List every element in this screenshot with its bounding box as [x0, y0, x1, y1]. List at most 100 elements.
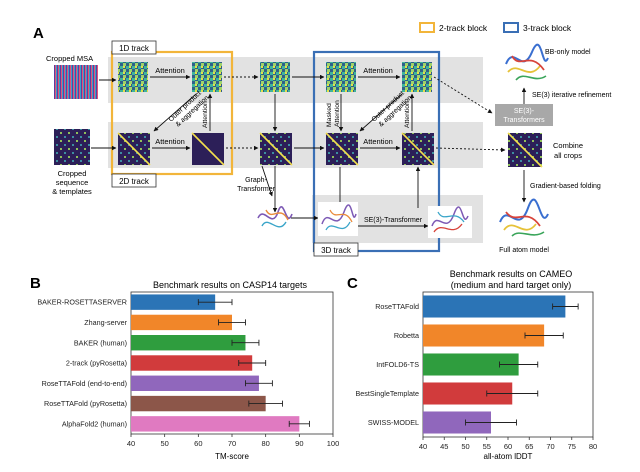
- two-track-block-outline: [110, 50, 234, 176]
- masked-attention-label-2: Attention: [334, 100, 341, 127]
- two-track-legend-label: 2-track block: [439, 23, 488, 33]
- category-label: BAKER-ROSETTASERVER: [37, 298, 127, 307]
- outer-product-arrow-1: [153, 93, 197, 132]
- three-track-legend-label: 3-track block: [523, 23, 572, 33]
- bar: [131, 335, 246, 351]
- x-tick-label: 60: [194, 439, 202, 448]
- graph-transformer-label-1: Graph-: [245, 177, 267, 184]
- bar: [423, 324, 545, 347]
- x-tick-label: 75: [568, 442, 576, 451]
- category-label: BAKER (human): [74, 338, 127, 347]
- msa-feature-map-1: [118, 62, 148, 92]
- bb-only-model-label: BB-only model: [545, 49, 591, 56]
- sequence-input-label-1: Cropped: [58, 169, 87, 178]
- msa-feature-map-3: [260, 62, 290, 92]
- bar: [423, 295, 566, 318]
- category-label: Robetta: [394, 331, 419, 340]
- masked-attention-label-1: Masked: [326, 103, 333, 127]
- two-d-track-label: 2D track: [119, 177, 150, 186]
- category-label: BestSingleTemplate: [355, 389, 419, 398]
- category-label: RoseTTAFold (end-to-end): [42, 379, 127, 388]
- bar: [423, 353, 519, 376]
- chart-b-xlabel: TM-score: [215, 452, 249, 461]
- msa-feature-map-5: [402, 62, 432, 92]
- pair-map-diagonal-4: [325, 132, 359, 166]
- pair-feature-maps: [117, 132, 543, 168]
- panel-c-letter: C: [347, 275, 358, 292]
- x-tick-label: 70: [546, 442, 554, 451]
- x-tick-label: 80: [589, 442, 597, 451]
- one-d-track-label: 1D track: [119, 44, 150, 53]
- chart-c-subtitle: (medium and hard target only): [451, 280, 572, 290]
- se3-transformers-box-label-2: Transformers: [503, 117, 545, 124]
- se3-transformer-label: SE(3)-Transformer: [364, 217, 423, 224]
- attention-label-2d-1: Attention: [155, 137, 185, 146]
- msa-input-label: Cropped MSA: [46, 54, 93, 63]
- structure-cartoon-3: [431, 206, 469, 233]
- panel-c: C Benchmark results on CAMEO (medium and…: [347, 269, 597, 461]
- x-tick-label: 40: [127, 439, 135, 448]
- x-tick-label: 80: [261, 439, 269, 448]
- msa-feature-map-4: [326, 62, 356, 92]
- category-label: AlphaFold2 (human): [62, 419, 127, 428]
- full-atom-model-label: Full atom model: [499, 247, 549, 254]
- bar: [131, 395, 266, 412]
- structure-cartoon-2: [321, 204, 357, 231]
- graph-transformer-label-2: Transformer: [237, 186, 276, 193]
- three-track-legend-swatch: [503, 22, 519, 33]
- msa-feature-map-2: [192, 62, 222, 92]
- panel-a: A 2-track block 3-track block 1D track 2…: [33, 22, 611, 257]
- full-atom-model-cartoon: [499, 198, 549, 237]
- panel-b: B Benchmark results on CASP14 targets BA…: [30, 275, 339, 461]
- panel-a-letter: A: [33, 25, 44, 42]
- three-d-track-label: 3D track: [321, 246, 352, 255]
- sequence-template-input-image: [54, 129, 90, 165]
- two-track-legend-swatch: [419, 22, 435, 33]
- x-tick-label: 50: [461, 442, 469, 451]
- dashed-to-combine-arrow: [435, 147, 506, 153]
- x-tick-label: 70: [228, 439, 236, 448]
- flow-arrows: [91, 74, 527, 229]
- pair-map-diagonal-2: [191, 132, 225, 166]
- chart-c-plot: RoseTTAFoldRobettaIntFOLD6-TSBestSingleT…: [355, 295, 597, 451]
- attention-label-1d-2: Attention: [363, 66, 393, 75]
- x-tick-label: 65: [525, 442, 533, 451]
- outer-product-arrow-2: [359, 93, 403, 132]
- bar: [131, 294, 216, 310]
- x-tick-label: 40: [419, 442, 427, 451]
- pair-map-diagonal-3: [259, 132, 293, 166]
- bar: [131, 355, 253, 371]
- sequence-input-label-2: sequence: [56, 178, 89, 187]
- gradient-folding-label: Gradient-based folding: [530, 183, 601, 190]
- one-d-track-label-box: [111, 40, 157, 55]
- chart-c-xlabel: all-atom lDDT: [484, 452, 533, 461]
- attention-vertical-label-2: Attention: [404, 101, 411, 128]
- three-track-block-outline: [312, 50, 441, 253]
- bb-only-model-cartoon: [505, 43, 549, 81]
- chart-b-title: Benchmark results on CASP14 targets: [153, 280, 308, 290]
- msa-input-image: [54, 65, 98, 99]
- category-label: Zhang-server: [84, 318, 127, 327]
- combine-crops-label-2: all crops: [554, 151, 582, 160]
- category-label: IntFOLD6-TS: [376, 360, 419, 369]
- bar: [423, 382, 513, 405]
- x-tick-label: 90: [295, 439, 303, 448]
- x-tick-label: 50: [160, 439, 168, 448]
- pair-map-diagonal-6: [507, 132, 543, 168]
- combine-crops-label-1: Combine: [553, 141, 583, 150]
- pair-map-diagonal-5: [401, 132, 435, 166]
- bar: [131, 416, 300, 432]
- x-tick-label: 45: [440, 442, 448, 451]
- attention-label-1d-1: Attention: [155, 66, 185, 75]
- attention-label-2d-2: Attention: [363, 137, 393, 146]
- se3-transformers-box-label-1: SE(3)-: [514, 108, 535, 115]
- x-tick-label: 100: [327, 439, 340, 448]
- bar: [131, 375, 259, 391]
- attention-vertical-label-1: Attention: [202, 101, 209, 128]
- sequence-input-label-3: & templates: [52, 187, 92, 196]
- structure-cartoon-1: [257, 206, 293, 228]
- x-tick-label: 55: [483, 442, 491, 451]
- dashed-to-se3-arrow: [433, 76, 493, 114]
